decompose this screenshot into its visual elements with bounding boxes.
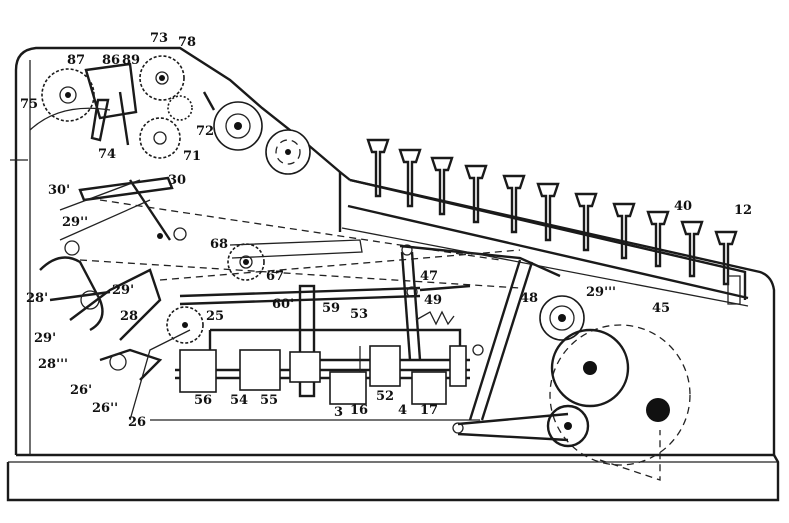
label-89: 89 xyxy=(122,53,140,68)
label-86: 86 xyxy=(102,53,120,68)
label-75: 75 xyxy=(20,97,38,112)
label-28-prime: 28' xyxy=(26,291,48,306)
label-67: 67 xyxy=(266,269,284,284)
label-56: 56 xyxy=(194,393,212,408)
label-47: 47 xyxy=(420,269,438,284)
key-5 xyxy=(502,174,526,234)
right-rollers xyxy=(452,295,691,481)
key-4 xyxy=(464,164,488,224)
key-2 xyxy=(398,148,422,208)
label-28: 28 xyxy=(120,309,138,324)
key-9 xyxy=(646,210,670,268)
label-72: 72 xyxy=(196,124,214,139)
label-60-prime: 60' xyxy=(272,297,294,312)
label-4: 4 xyxy=(398,403,407,418)
label-29-prime-lower: 29' xyxy=(34,331,56,346)
key-8 xyxy=(612,202,636,260)
machine-casing xyxy=(6,46,780,502)
label-40: 40 xyxy=(674,199,692,214)
label-54: 54 xyxy=(230,393,248,408)
label-3: 3 xyxy=(334,405,343,420)
label-12: 12 xyxy=(734,203,752,218)
label-71: 71 xyxy=(183,149,201,164)
label-28-triple-prime: 28''' xyxy=(38,357,68,372)
label-68: 68 xyxy=(210,237,228,252)
label-25: 25 xyxy=(206,309,224,324)
reference-numerals: 73 78 87 86 89 75 74 72 71 30' 30 29'' 2… xyxy=(20,31,752,430)
label-16: 16 xyxy=(350,403,368,418)
label-59: 59 xyxy=(322,301,340,316)
key-3 xyxy=(430,156,454,216)
center-drum-assembly xyxy=(79,199,521,421)
label-52: 52 xyxy=(376,389,394,404)
key-10 xyxy=(680,220,704,278)
upper-gear-train xyxy=(29,55,311,175)
label-26-double-prime: 26'' xyxy=(92,401,118,416)
label-26-prime: 26' xyxy=(70,383,92,398)
label-49: 49 xyxy=(424,293,442,308)
label-73: 73 xyxy=(150,31,168,46)
label-29-prime: 29' xyxy=(112,283,134,298)
label-78: 78 xyxy=(178,35,196,50)
left-lever-mechanism xyxy=(39,176,204,421)
keyboard-keys xyxy=(338,138,749,307)
spring-lever xyxy=(399,244,561,421)
label-55: 55 xyxy=(260,393,278,408)
label-26: 26 xyxy=(128,415,146,430)
key-7 xyxy=(574,192,598,252)
label-29-double-prime: 29'' xyxy=(62,215,88,230)
label-74: 74 xyxy=(98,147,116,162)
label-30: 30 xyxy=(168,173,186,188)
label-87: 87 xyxy=(67,53,85,68)
label-17: 17 xyxy=(420,403,438,418)
label-45: 45 xyxy=(652,301,670,316)
key-1 xyxy=(366,138,390,198)
label-48: 48 xyxy=(520,291,538,306)
label-29-triple-prime: 29''' xyxy=(586,285,616,300)
label-53: 53 xyxy=(350,307,368,322)
label-30-prime: 30' xyxy=(48,183,70,198)
key-6 xyxy=(536,182,560,242)
